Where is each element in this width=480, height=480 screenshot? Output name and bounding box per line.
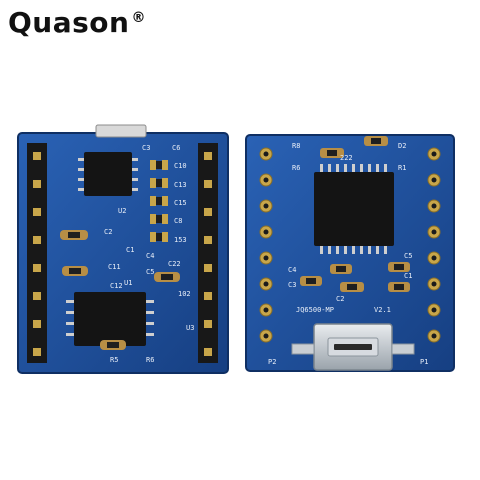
registered-mark: ® [131, 9, 146, 26]
left-smd-components [60, 160, 180, 350]
right-pcb [245, 134, 455, 372]
label-c4: C4 [288, 266, 296, 274]
label-u1: U1 [124, 279, 132, 287]
right-pin-header-left [259, 147, 273, 343]
chip-u2 [78, 152, 138, 196]
left-pin-header-2 [198, 143, 218, 363]
label-p1: P1 [420, 358, 428, 366]
label-r222: 222 [340, 154, 353, 162]
label-c12: C12 [110, 282, 123, 290]
label-c15: C15 [174, 199, 187, 207]
left-board: U2 U1 U3 C2 C11 C12 C3 C6 C10 C13 C15 C8… [17, 124, 229, 374]
label-c153: 153 [174, 236, 187, 244]
label-c1: C1 [404, 272, 412, 280]
right-smd-components [300, 136, 410, 292]
label-r6: R6 [292, 164, 300, 172]
label-u3: U3 [186, 324, 194, 332]
chip-jq6500 [314, 164, 394, 254]
chip-u1 [66, 292, 154, 346]
label-model: JQ6500-MP [296, 306, 334, 314]
label-c5: C5 [404, 252, 412, 260]
label-r6: R6 [146, 356, 154, 364]
label-r8: R8 [292, 142, 300, 150]
label-c4: C4 [146, 252, 154, 260]
label-c102: 102 [178, 290, 191, 298]
label-c3: C3 [142, 144, 150, 152]
label-c13: C13 [174, 181, 187, 189]
label-c1: C1 [126, 246, 134, 254]
micro-usb-connector [291, 323, 415, 371]
brand-logo: Quason® [8, 6, 146, 39]
label-version: V2.1 [374, 306, 391, 314]
label-c5: C5 [146, 268, 154, 276]
label-d2: D2 [398, 142, 406, 150]
label-r1: R1 [398, 164, 406, 172]
label-p2: P2 [268, 358, 276, 366]
label-c11: C11 [108, 263, 121, 271]
label-c6: C6 [172, 144, 180, 152]
right-pin-header-right [427, 147, 441, 343]
right-board: R8 R6 D2 R1 C4 C3 C5 C1 C2 JQ6500-MP V2.… [245, 134, 455, 372]
label-c2: C2 [336, 295, 344, 303]
label-c3: C3 [288, 281, 296, 289]
brand-name: Quason [8, 6, 130, 39]
label-r5: R5 [110, 356, 118, 364]
label-c2: C2 [104, 228, 112, 236]
left-top-connector [95, 124, 147, 138]
left-pin-header-1 [27, 143, 47, 363]
label-c10: C10 [174, 162, 187, 170]
label-c8: C8 [174, 217, 182, 225]
label-u2: U2 [118, 207, 126, 215]
label-c22: C22 [168, 260, 181, 268]
